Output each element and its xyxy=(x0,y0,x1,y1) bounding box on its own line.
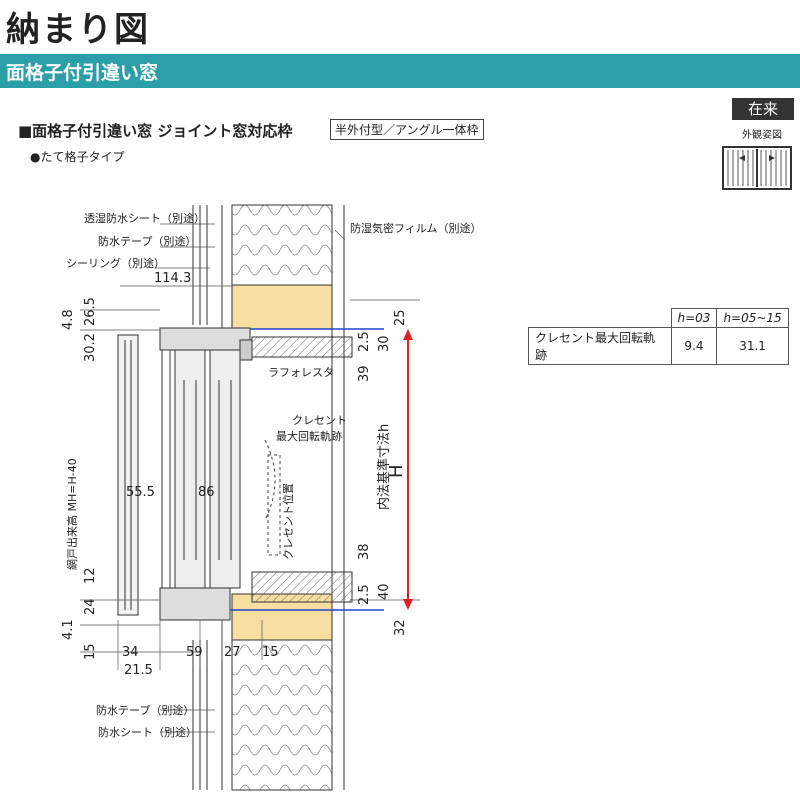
label-bousui-tape-top: 防水テープ（別途） xyxy=(98,234,196,248)
label-naihou: 内法基準寸法h xyxy=(376,424,392,510)
dimension-lines xyxy=(80,285,420,670)
page-title: 納まり図 xyxy=(6,10,150,50)
frame-type-tag: 半外付型／アングル一体枠 xyxy=(330,119,484,140)
table-row-label: クレセント最大回転軌跡 xyxy=(528,327,672,365)
label-toushitsu-sheet: 透湿防水シート（別途） xyxy=(84,211,205,225)
dim-4-1: 4.1 xyxy=(61,619,76,640)
label-sealing: シーリング（別途） xyxy=(66,256,165,270)
window-frame xyxy=(117,327,253,621)
header-wood xyxy=(231,284,333,330)
dim-15-left: 15 xyxy=(83,643,98,660)
dim-15-right: 15 xyxy=(262,645,279,660)
elevation-caption: 外観姿図 xyxy=(742,130,782,141)
dim-32: 32 xyxy=(393,619,408,636)
dim-86: 86 xyxy=(198,485,215,500)
label-crescent-2: 最大回転軌跡 xyxy=(276,429,342,443)
dim-34: 34 xyxy=(122,645,139,660)
dim-114-3: 114.3 xyxy=(154,271,191,286)
dim-27: 27 xyxy=(224,645,241,660)
label-bousui-sheet-bottom: 防水シート（別途） xyxy=(98,725,197,739)
section-heading: ■面格子付引違い窓 ジョイント窓対応枠 xyxy=(18,122,293,140)
label-screen-height: 網戸出来高 MH=H-40 xyxy=(65,458,79,570)
insulation-bottom xyxy=(231,639,333,791)
table-cell: 9.4 xyxy=(670,327,718,365)
crescent-spec-table: h=03 h=05~15 クレセント最大回転軌跡 9.4 31.1 xyxy=(528,308,789,365)
dim-55-5: 55.5 xyxy=(126,485,155,500)
label-H: H xyxy=(386,464,407,478)
table-cell: 31.1 xyxy=(716,327,789,365)
subtype-label: ●たて格子タイプ xyxy=(30,150,125,164)
label-bousui-tape-bottom: 防水テープ（別途） xyxy=(96,703,194,717)
label-rafolesta: ラフォレスタ xyxy=(268,366,334,379)
label-crescent-pos: クレセント位置 xyxy=(281,483,295,560)
interior-casing-bottom xyxy=(251,571,353,603)
dim-25: 25 xyxy=(393,309,408,326)
dim-2-5-bottom: 2.5 xyxy=(357,584,372,605)
dim-21-5: 21.5 xyxy=(124,663,153,678)
dim-30: 30 xyxy=(377,335,392,352)
dim-30-2: 30.2 xyxy=(83,333,98,362)
dim-39: 39 xyxy=(357,365,372,382)
label-crescent-1: クレセント xyxy=(292,414,347,427)
zairai-badge: 在来 xyxy=(732,98,794,120)
dim-38: 38 xyxy=(357,543,372,560)
dim-59: 59 xyxy=(186,645,203,660)
banner: 面格子付引違い窓 xyxy=(0,54,800,88)
dim-4-8: 4.8 xyxy=(61,309,76,330)
dim-2-5-top: 2.5 xyxy=(357,331,372,352)
crescent-track xyxy=(264,439,281,556)
dim-12: 12 xyxy=(83,567,98,584)
dim-24: 24 xyxy=(83,598,98,615)
dim-26-5: 26.5 xyxy=(83,297,98,326)
dim-40: 40 xyxy=(377,583,392,600)
interior-casing-top xyxy=(251,336,353,358)
height-arrow xyxy=(403,329,413,610)
insulation-top xyxy=(231,204,333,286)
table-header-cell: h=03 xyxy=(670,308,718,328)
label-boushitsu-film: 防湿気密フィルム（別途） xyxy=(350,221,482,235)
banner-title: 面格子付引違い窓 xyxy=(6,62,159,84)
window-elevation-icon xyxy=(722,146,792,190)
table-row: クレセント最大回転軌跡 9.4 31.1 xyxy=(528,327,789,365)
